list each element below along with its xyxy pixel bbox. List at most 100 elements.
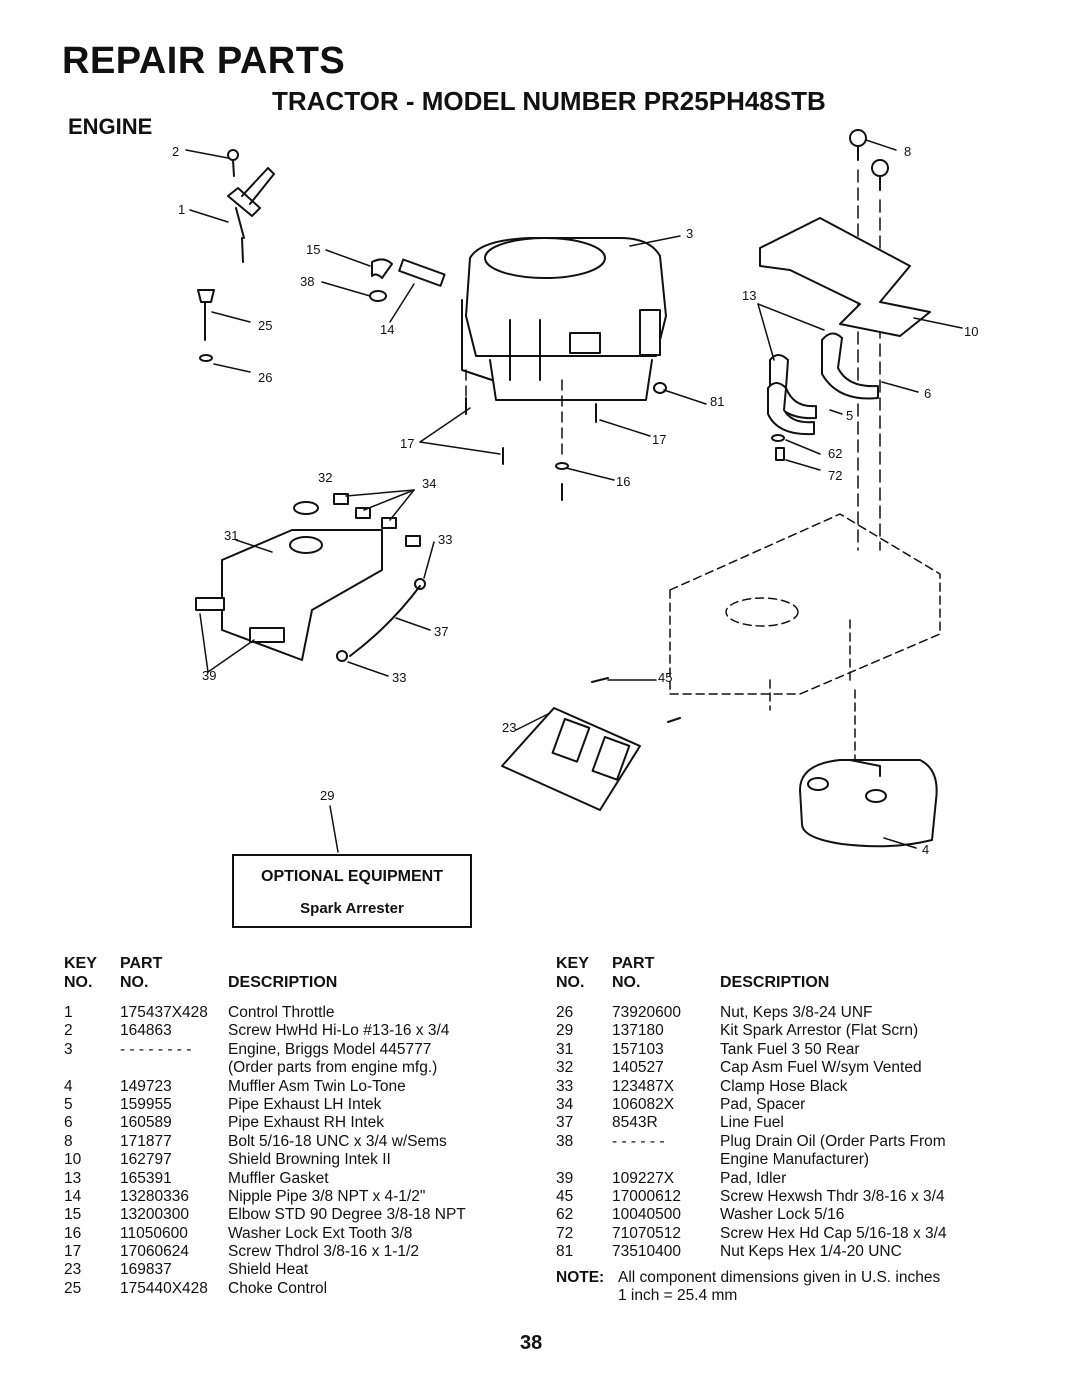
part-no: 149723 xyxy=(120,1077,172,1095)
callout-26: 26 xyxy=(258,370,272,385)
description: Screw Thdrol 3/8-16 x 1-1/2 xyxy=(228,1243,419,1261)
note-line-2: 1 inch = 25.4 mm xyxy=(618,1287,738,1305)
optional-equipment-item: Spark Arrester xyxy=(300,900,404,917)
header-description: DESCRIPTION xyxy=(228,974,338,991)
part-no: 11050600 xyxy=(120,1224,188,1242)
shield-drawing xyxy=(759,217,931,337)
choke-control-drawing xyxy=(197,289,215,362)
callout-45: 45 xyxy=(658,670,672,685)
part-no: 123487X xyxy=(612,1077,675,1095)
note-label: NOTE: xyxy=(556,1269,605,1286)
description: Screw Hex Hd Cap 5/16-18 x 3/4 xyxy=(720,1224,947,1242)
table-row: 37 8543R Line Fuel xyxy=(556,1114,996,1132)
key-no: 37 xyxy=(556,1114,574,1132)
callout-17a: 17 xyxy=(400,436,414,451)
description: Nut Keps Hex 1/4-20 UNC xyxy=(720,1243,902,1261)
mount-screws-drawing xyxy=(465,369,667,501)
part-no: 73920600 xyxy=(612,1004,681,1021)
note-line-1: All component dimensions given in U.S. i… xyxy=(618,1269,941,1286)
description: Plug Drain Oil (Order Parts From xyxy=(720,1132,946,1150)
key-no: 3 xyxy=(64,1040,73,1058)
description: Shield Browning Intek II xyxy=(228,1151,391,1169)
description: Cap Asm Fuel W/sym Vented xyxy=(720,1059,922,1077)
parts-table-right-header: KEY PART NO. NO. DESCRIPTION xyxy=(556,954,976,992)
header-description: DESCRIPTION xyxy=(720,974,830,991)
header-key: KEY xyxy=(64,955,97,972)
description: Choke Control xyxy=(228,1279,328,1297)
table-row: 38 - - - - - - Plug Drain Oil (Order Parts… xyxy=(556,1133,996,1151)
muffler-drawing xyxy=(799,759,938,848)
callout-16: 16 xyxy=(616,474,630,489)
callout-10: 10 xyxy=(964,324,978,339)
optional-equipment-box: OPTIONAL EQUIPMENT Spark Arrester xyxy=(232,854,472,928)
part-no: 162797 xyxy=(120,1151,172,1169)
part-no: - - - - - - - - xyxy=(120,1040,192,1058)
dimensions-note: NOTE: All component dimensions given in … xyxy=(556,1269,996,1306)
part-no: 165391 xyxy=(120,1169,172,1187)
callout-2: 2 xyxy=(172,144,179,159)
callout-33a: 33 xyxy=(438,532,452,547)
part-no: 17000612 xyxy=(612,1187,681,1205)
description: Pad, Spacer xyxy=(720,1095,806,1113)
callout-29: 29 xyxy=(320,788,334,803)
callout-39: 39 xyxy=(202,668,216,683)
description: Elbow STD 90 Degree 3/8-18 NPT xyxy=(228,1206,466,1224)
key-no: 5 xyxy=(64,1095,73,1113)
callout-32: 32 xyxy=(318,470,332,485)
callout-13: 13 xyxy=(742,288,756,303)
part-no: 17060624 xyxy=(120,1243,189,1261)
part-no: 175440X428 xyxy=(120,1279,208,1297)
description: Bolt 5/16-18 UNC x 3/4 w/Sems xyxy=(228,1132,447,1150)
description: Pad, Idler xyxy=(720,1169,787,1187)
part-no: 169837 xyxy=(120,1261,172,1279)
key-no: 29 xyxy=(556,1022,574,1040)
part-no: 106082X xyxy=(612,1095,675,1113)
description: Muffler Asm Twin Lo-Tone xyxy=(228,1077,406,1095)
key-no: 8 xyxy=(64,1132,73,1150)
callout-25: 25 xyxy=(258,318,272,333)
callout-15: 15 xyxy=(306,242,320,257)
table-row: 8 171877 Bolt 5/16-18 UNC x 3/4 w/Sems xyxy=(64,1133,504,1151)
key-no: 32 xyxy=(556,1059,574,1077)
key-no: 39 xyxy=(556,1169,574,1187)
table-row: Engine Manufacturer) xyxy=(556,1151,996,1169)
callout-62: 62 xyxy=(828,446,842,461)
engine-drawing xyxy=(461,237,667,401)
part-no: 10040500 xyxy=(612,1206,681,1224)
part-no: 171877 xyxy=(120,1132,172,1150)
callout-numbers: 2 1 25 26 15 38 14 3 8 13 10 6 5 62 72 8… xyxy=(172,144,978,857)
callout-37: 37 xyxy=(434,624,448,639)
header-key: KEY xyxy=(556,955,589,972)
description: Line Fuel xyxy=(720,1114,784,1132)
key-no: 23 xyxy=(64,1261,82,1279)
header-key-no: NO. xyxy=(64,974,93,991)
table-row: 39 109227X Pad, Idler xyxy=(556,1170,996,1188)
part-no: - - - - - - xyxy=(612,1132,665,1150)
part-no: 13200300 xyxy=(120,1206,189,1224)
key-no: 38 xyxy=(556,1132,574,1150)
callout-14: 14 xyxy=(380,322,394,337)
header-part-no: NO. xyxy=(120,974,149,991)
part-no: 109227X xyxy=(612,1169,675,1187)
key-no: 1 xyxy=(64,1004,73,1021)
tractor-frame-drawing xyxy=(669,513,941,761)
description: Kit Spark Arrestor (Flat Scrn) xyxy=(720,1022,919,1040)
key-no: 4 xyxy=(64,1077,73,1095)
bolts-drawing xyxy=(849,129,889,551)
part-no: 175437X428 xyxy=(120,1004,208,1021)
part-no: 8543R xyxy=(612,1114,658,1132)
